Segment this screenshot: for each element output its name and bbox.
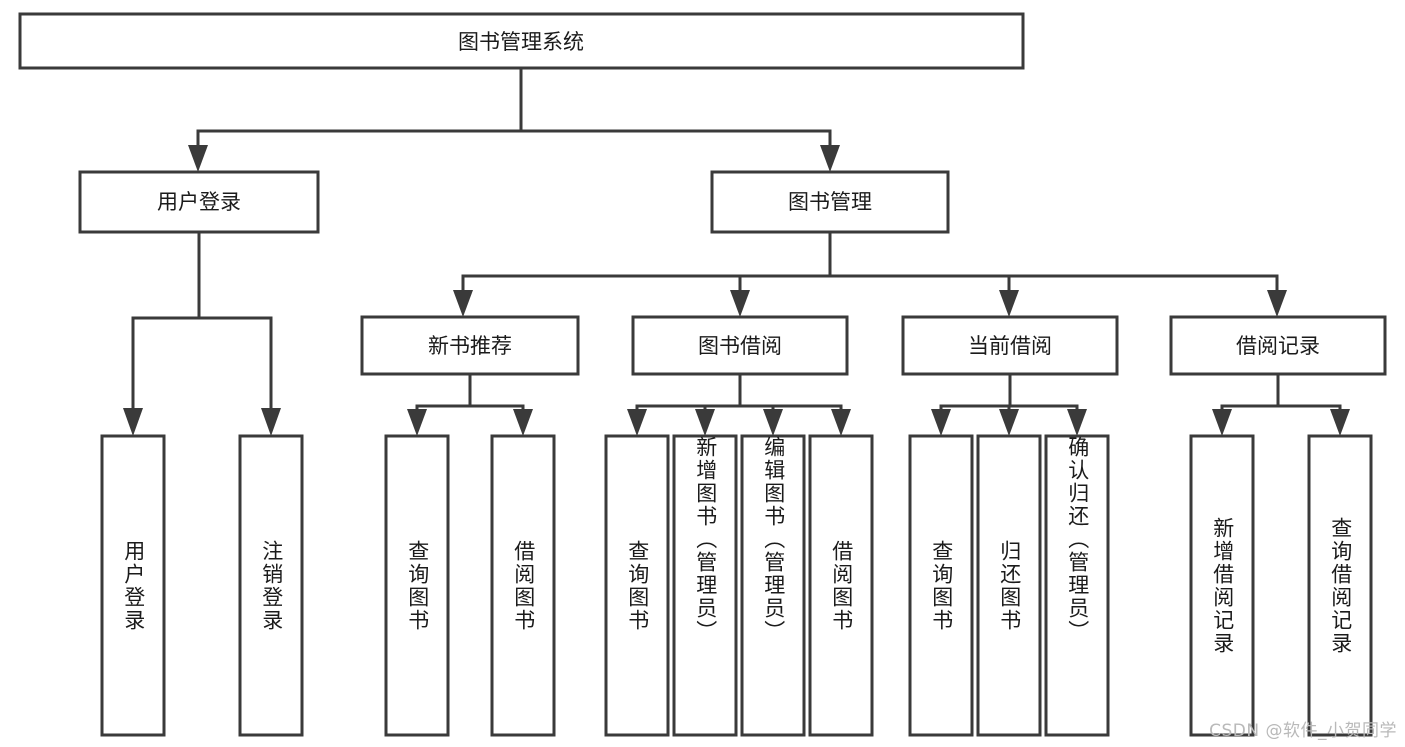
arrow-current-borrow-leaf-1: [931, 409, 951, 436]
arrow-user-login-leaf-1: [123, 408, 143, 436]
arrow-book-borrow-leaf-1: [627, 409, 647, 436]
arrow-book-borrow-leaf-4: [831, 409, 851, 436]
arrow-borrow-record-leaf-1: [1212, 409, 1232, 436]
node-borrow-record-box[interactable]: [1169, 315, 1387, 376]
node-current-borrow-box[interactable]: [901, 315, 1119, 376]
arrow-new-book-leaf-1: [407, 409, 427, 436]
node-root-box[interactable]: [18, 12, 1025, 70]
leaf-box-borrow-record-1[interactable]: [1189, 434, 1255, 737]
leaf-box-new-book-2[interactable]: [490, 434, 556, 737]
leaf-box-borrow-record-2[interactable]: [1307, 434, 1373, 737]
leaf-box-book-borrow-2[interactable]: [672, 434, 738, 737]
leaf-box-user-login-2[interactable]: [238, 434, 304, 737]
leaf-box-current-borrow-1[interactable]: [908, 434, 974, 737]
node-new-book-recommend-label: 新书推荐: [428, 334, 512, 358]
arrow-root-to-book-mgmt: [820, 145, 840, 172]
leaf-box-current-borrow-2[interactable]: [976, 434, 1042, 737]
node-new-book-recommend-box[interactable]: [360, 315, 580, 376]
arrow-new-book-leaf-2: [513, 409, 533, 436]
csdn-watermark: CSDN @软件_小贺同学: [1209, 721, 1397, 741]
arrow-current-borrow-leaf-3: [1067, 409, 1087, 436]
node-borrow-record-label: 借阅记录: [1236, 334, 1320, 358]
leaf-box-book-borrow-1[interactable]: [604, 434, 670, 737]
arrow-user-login-leaf-2: [261, 408, 281, 436]
arrow-book-mgmt-child-4: [1267, 290, 1287, 317]
node-current-borrow-label: 当前借阅: [968, 334, 1052, 358]
node-root-label: 图书管理系统: [458, 30, 584, 54]
leaf-box-new-book-1[interactable]: [384, 434, 450, 737]
arrow-book-mgmt-child-2: [730, 290, 750, 317]
node-user-login-label: 用户登录: [157, 190, 241, 214]
arrow-borrow-record-leaf-2: [1330, 409, 1350, 436]
leaf-box-current-borrow-3[interactable]: [1044, 434, 1110, 737]
arrow-book-borrow-leaf-2: [695, 409, 715, 436]
node-book-mgmt-box[interactable]: [710, 170, 950, 234]
node-book-borrow-box[interactable]: [631, 315, 849, 376]
arrow-book-borrow-leaf-3: [763, 409, 783, 436]
arrow-book-mgmt-child-3: [999, 290, 1019, 317]
arrow-book-mgmt-child-1: [453, 290, 473, 317]
leaf-box-book-borrow-3[interactable]: [740, 434, 806, 737]
node-book-borrow-label: 图书借阅: [698, 334, 782, 358]
leaf-box-book-borrow-4[interactable]: [808, 434, 874, 737]
node-book-mgmt-label: 图书管理: [788, 190, 872, 214]
arrow-root-to-user-login: [188, 145, 208, 172]
arrow-current-borrow-leaf-2: [999, 409, 1019, 436]
leaf-box-user-login-1[interactable]: [100, 434, 166, 737]
